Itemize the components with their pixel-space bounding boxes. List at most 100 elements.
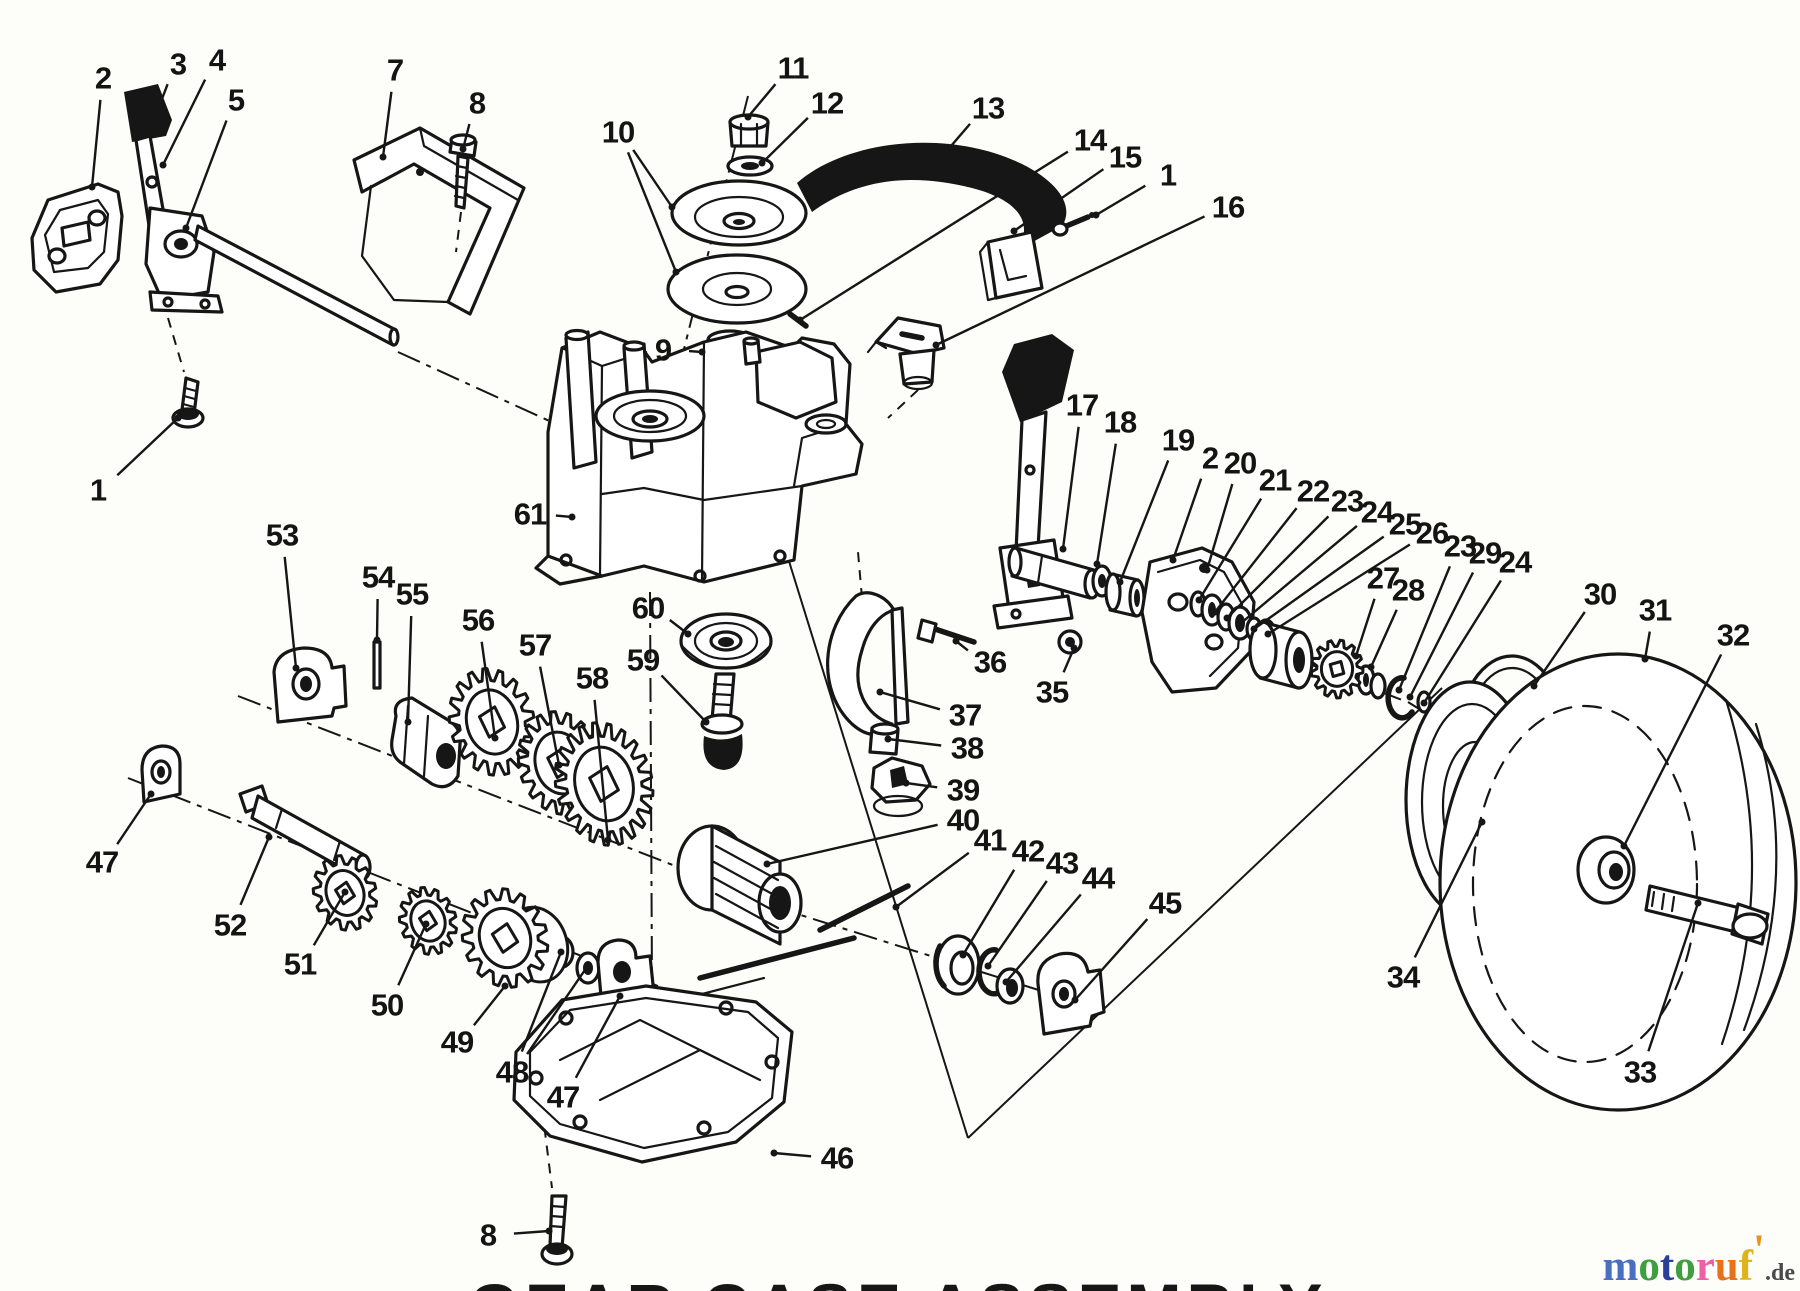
callout-leader-60 xyxy=(669,619,689,635)
leader-dot xyxy=(568,513,576,521)
leader-dot xyxy=(952,637,960,645)
leader-dot xyxy=(884,735,892,743)
callout-leader-43 xyxy=(987,880,1048,967)
callout-leader-19 xyxy=(1118,459,1170,583)
gear xyxy=(397,886,458,956)
callout-leader-10 xyxy=(626,151,678,273)
callout-leader-39 xyxy=(905,781,938,789)
motoruf-watermark[interactable]: motoruf'.de xyxy=(1603,1227,1796,1290)
part-number-19: 19 xyxy=(1162,423,1195,458)
leader-dot xyxy=(604,836,612,844)
leader-dot xyxy=(1071,996,1079,1004)
callout-leader-46 xyxy=(773,1151,812,1158)
part-number-2: 2 xyxy=(95,61,111,96)
part-number-14: 14 xyxy=(1074,123,1108,158)
part-number-20: 20 xyxy=(1224,446,1256,481)
leader-dot xyxy=(1264,630,1272,638)
part-number-32: 32 xyxy=(1717,618,1749,653)
leader-dot xyxy=(1420,699,1428,707)
gear xyxy=(1309,638,1365,700)
callout-leader-27 xyxy=(1354,598,1376,657)
leader-dot xyxy=(1250,625,1258,633)
leader-dot xyxy=(941,149,949,157)
part-number-54: 54 xyxy=(362,560,396,595)
part-number-8: 8 xyxy=(469,86,486,121)
pivot-shaft-assembly xyxy=(1007,546,1432,721)
leader-dot xyxy=(1211,608,1219,616)
leader-dot xyxy=(984,962,992,970)
key-item-41a xyxy=(817,883,911,933)
part-number-61: 61 xyxy=(514,497,547,532)
callout-leader-7 xyxy=(381,91,393,158)
leader-dot xyxy=(959,951,967,959)
leader-dot xyxy=(1223,614,1231,622)
leader-dot xyxy=(265,833,273,841)
part-number-4: 4 xyxy=(209,43,227,78)
callout-leader-32 xyxy=(1622,653,1723,847)
leader-dot xyxy=(702,718,710,726)
leader-dot xyxy=(182,224,190,232)
clip-bracket-item-15 xyxy=(978,212,1095,302)
part-number-5: 5 xyxy=(228,83,245,118)
leader-dot xyxy=(892,903,900,911)
leader-dot xyxy=(1620,842,1628,850)
leader-dot xyxy=(1002,978,1010,986)
part-number-53: 53 xyxy=(266,518,299,553)
callout-leader-45 xyxy=(1074,918,1149,1001)
pin-item-54 xyxy=(372,640,382,690)
callout-leader-34 xyxy=(1413,821,1484,958)
part-number-38: 38 xyxy=(951,731,984,766)
part-number-30: 30 xyxy=(1584,577,1616,612)
leader-dot xyxy=(1406,693,1414,701)
leader-dot xyxy=(159,161,167,169)
callout-leader-41 xyxy=(895,851,970,908)
callout-leader-14 xyxy=(799,150,1069,322)
part-number-11: 11 xyxy=(778,51,810,86)
callout-leader-48 xyxy=(520,951,563,1053)
part-number-46: 46 xyxy=(821,1141,854,1176)
part-number-34: 34 xyxy=(1387,960,1421,995)
leader-dot xyxy=(1641,655,1649,663)
callout-leader-35 xyxy=(1062,647,1076,673)
callout-leader-40 xyxy=(766,823,938,866)
callout-leader-16 xyxy=(935,215,1206,347)
callout-leader-49 xyxy=(472,985,506,1027)
part-number-26: 26 xyxy=(1416,516,1449,551)
leader-dot xyxy=(668,203,676,211)
part-number-33: 33 xyxy=(1624,1055,1657,1090)
leader-dot xyxy=(1059,545,1067,553)
belt-item-13 xyxy=(797,142,1067,250)
part-number-55: 55 xyxy=(396,577,429,612)
callout-leader-48 xyxy=(526,966,588,1055)
callout-leader-5 xyxy=(184,120,228,229)
callout-leader-24 xyxy=(1239,524,1358,625)
control-rod xyxy=(193,224,398,347)
callout-leader-15 xyxy=(1013,168,1105,232)
callout-leader-50 xyxy=(397,923,428,986)
callout-leader-21 xyxy=(1197,497,1263,601)
part-number-57: 57 xyxy=(519,628,551,663)
bottom-cover-pan xyxy=(512,984,794,1266)
callout-leader-31 xyxy=(1643,631,1651,660)
part-number-17: 17 xyxy=(1066,388,1098,423)
leader-dot xyxy=(491,734,499,742)
leader-dot xyxy=(1203,566,1211,574)
part-number-1: 1 xyxy=(1160,158,1177,193)
callout-leader-8 xyxy=(461,123,471,150)
part-number-31: 31 xyxy=(1639,593,1672,628)
part-number-22: 22 xyxy=(1297,474,1329,509)
leader-dot xyxy=(459,145,467,153)
part-number-8: 8 xyxy=(480,1218,497,1253)
leader-dot xyxy=(1169,556,1177,564)
leader-dot xyxy=(876,688,884,696)
leader-dot xyxy=(902,779,910,787)
callout-leader-33 xyxy=(1647,902,1700,1052)
cut-off-title: GEAR CASE ASSEMBLY xyxy=(469,1270,1328,1291)
snap-ring-item-43 xyxy=(976,947,1003,997)
part-number-24: 24 xyxy=(1499,545,1533,580)
gear xyxy=(460,887,570,989)
callout-leader-37 xyxy=(879,690,941,711)
gear xyxy=(553,721,655,847)
callout-leader-38 xyxy=(887,737,942,747)
